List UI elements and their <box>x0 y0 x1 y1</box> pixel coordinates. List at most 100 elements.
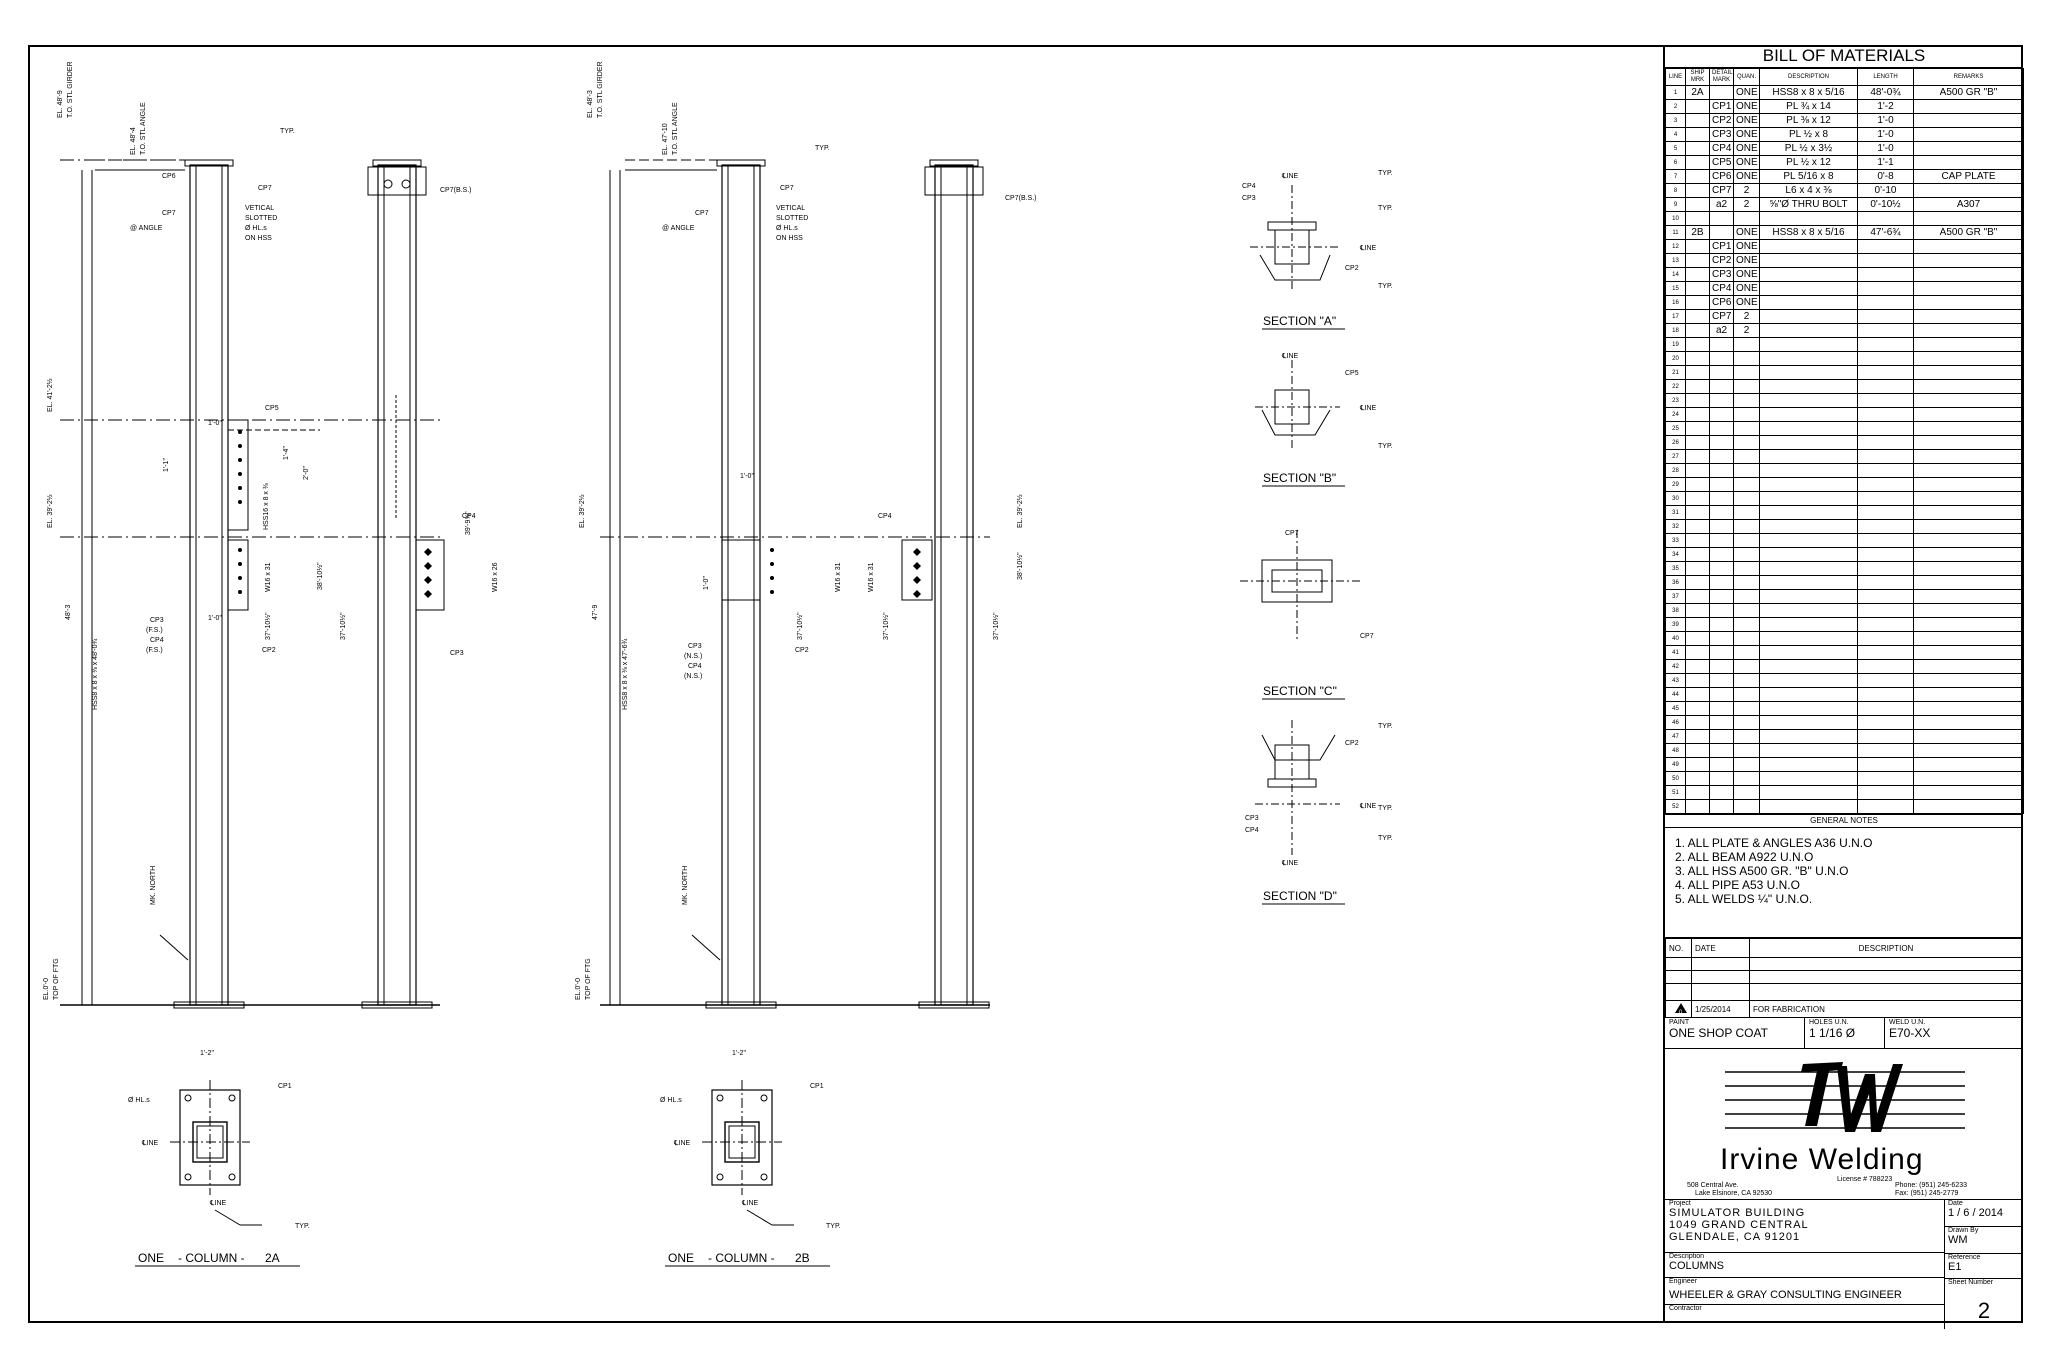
bom-cell <box>1857 407 1914 422</box>
bom-cell <box>1733 631 1760 646</box>
col2a-dim-38: 38'-10½" <box>316 562 324 590</box>
bom-line-number: 5 <box>1665 141 1686 156</box>
bom-cell: ONE <box>1733 281 1760 296</box>
bom-cell <box>1685 197 1710 212</box>
sec-b-cline: ℄INE <box>1281 353 1298 360</box>
bom-cell <box>1857 379 1914 394</box>
bom-line-number: 2 <box>1665 99 1686 114</box>
bom-cell <box>1759 379 1858 394</box>
bom-cell <box>1857 687 1914 702</box>
bom-cell <box>1733 603 1760 618</box>
bom-cell <box>1709 533 1734 548</box>
bill-of-materials-table: LINE SHIP MRK DETAIL MARK QUAN. DESCRIPT… <box>1665 68 2024 814</box>
bom-cell <box>1685 323 1710 338</box>
bom-row: 40 <box>1665 631 2024 646</box>
contractor-field: Contractor <box>1665 1305 1944 1329</box>
bom-row: 41 <box>1665 645 2024 660</box>
bom-cell <box>1857 533 1914 548</box>
bom-row: 25 <box>1665 421 2024 436</box>
bom-row: 23 <box>1665 393 2024 408</box>
revision-triangle-icon <box>1674 1003 1687 1013</box>
bom-cell <box>1913 631 2024 646</box>
bom-cell: HSS8 x 8 x 5/16 <box>1759 225 1858 240</box>
iw-logo-icon <box>1725 1062 1965 1132</box>
bom-line-number: 50 <box>1665 771 1686 786</box>
bom-cell <box>1685 477 1710 492</box>
bom-cell: A500 GR "B" <box>1913 225 2024 240</box>
col2a-hss-label: HSS8 x 8 x ⅜ x 48'-0¾ <box>92 638 99 710</box>
bom-cell <box>1759 253 1858 268</box>
bom-cell <box>1733 351 1760 366</box>
bom-cell: CP7 <box>1709 183 1734 198</box>
bom-cell <box>1759 281 1858 296</box>
sec-d-typ2: TYP. <box>1378 805 1393 812</box>
bom-row: 29 <box>1665 477 2024 492</box>
bom-cell <box>1733 799 1760 814</box>
bom-cell <box>1759 505 1858 520</box>
project-line: GLENDALE, CA 91201 <box>1669 1231 1801 1243</box>
rev-header-desc: DESCRIPTION <box>1749 938 2023 958</box>
bom-line-number: 52 <box>1665 799 1686 814</box>
bom-cell: CP6 <box>1709 295 1734 310</box>
bom-cell: 2 <box>1733 309 1760 324</box>
project-line: 1049 GRAND CENTRAL <box>1669 1219 1809 1231</box>
bom-cell <box>1709 435 1734 450</box>
bom-cell <box>1733 785 1760 800</box>
bom-cell <box>1913 491 2024 506</box>
bom-cell <box>1913 645 2024 660</box>
section-c-detail <box>1240 530 1360 640</box>
col2b-title-mid: - COLUMN - <box>708 1251 775 1265</box>
bom-cell <box>1685 547 1710 562</box>
bom-line-number: 51 <box>1665 785 1686 800</box>
bom-cell <box>1759 491 1858 506</box>
bom-cell <box>1685 743 1710 758</box>
col2b-el-39: EL. 39'-2½ <box>578 494 586 528</box>
bom-cell <box>1685 645 1710 660</box>
bom-line-number: 27 <box>1665 449 1686 464</box>
bom-cell: 2 <box>1733 183 1760 198</box>
col2a-bp-width: 1'-2" <box>200 1050 214 1057</box>
sec-d-cp4: CP4 <box>1245 827 1259 834</box>
bom-cell <box>1913 155 2024 170</box>
col2b-typ: TYP. <box>815 145 830 152</box>
bom-cell <box>1685 295 1710 310</box>
bom-cell <box>1685 785 1710 800</box>
col2b-vertical: VETICAL <box>776 205 805 212</box>
bom-line-number: 45 <box>1665 701 1686 716</box>
bom-cell <box>1759 575 1858 590</box>
bom-cell <box>1759 435 1858 450</box>
bom-row: 22 <box>1665 379 2024 394</box>
bom-cell <box>1733 561 1760 576</box>
bom-cell <box>1685 771 1710 786</box>
col2b-title: ONE - COLUMN - 2B <box>668 1251 810 1265</box>
bom-line-number: 39 <box>1665 617 1686 632</box>
bom-cell: CP5 <box>1709 155 1734 170</box>
bom-cell <box>1685 505 1710 520</box>
col2a-dim-1ft-b: 1'-0" <box>208 615 222 622</box>
bom-cell <box>1913 729 2024 744</box>
bom-cell: PL ½ x 3½ <box>1759 141 1858 156</box>
bom-cell: 1'-0 <box>1857 141 1914 156</box>
bom-cell <box>1857 715 1914 730</box>
sheet-number-field: Sheet Number 2 <box>1945 1279 2023 1329</box>
bom-cell <box>1709 449 1734 464</box>
col2a-bp-typ: TYP. <box>295 1223 310 1230</box>
bom-cell <box>1913 281 2024 296</box>
bom-cell: PL ⅜ x 12 <box>1759 113 1858 128</box>
bom-cell <box>1913 463 2024 478</box>
bom-cell: ONE <box>1733 169 1760 184</box>
col2a-el-0b: TOP OF FTG <box>53 958 60 1000</box>
date-label: Date <box>1948 1200 1963 1207</box>
col2a-el-angle: EL. 48'-4 <box>130 127 137 155</box>
sec-d-typ: TYP. <box>1378 723 1393 730</box>
col2b-mk-north: MK. NORTH <box>682 866 689 905</box>
bom-cell <box>1759 295 1858 310</box>
bom-cell <box>1759 659 1858 674</box>
bom-cell <box>1759 309 1858 324</box>
col2b-ns2: (N.S.) <box>684 673 702 680</box>
